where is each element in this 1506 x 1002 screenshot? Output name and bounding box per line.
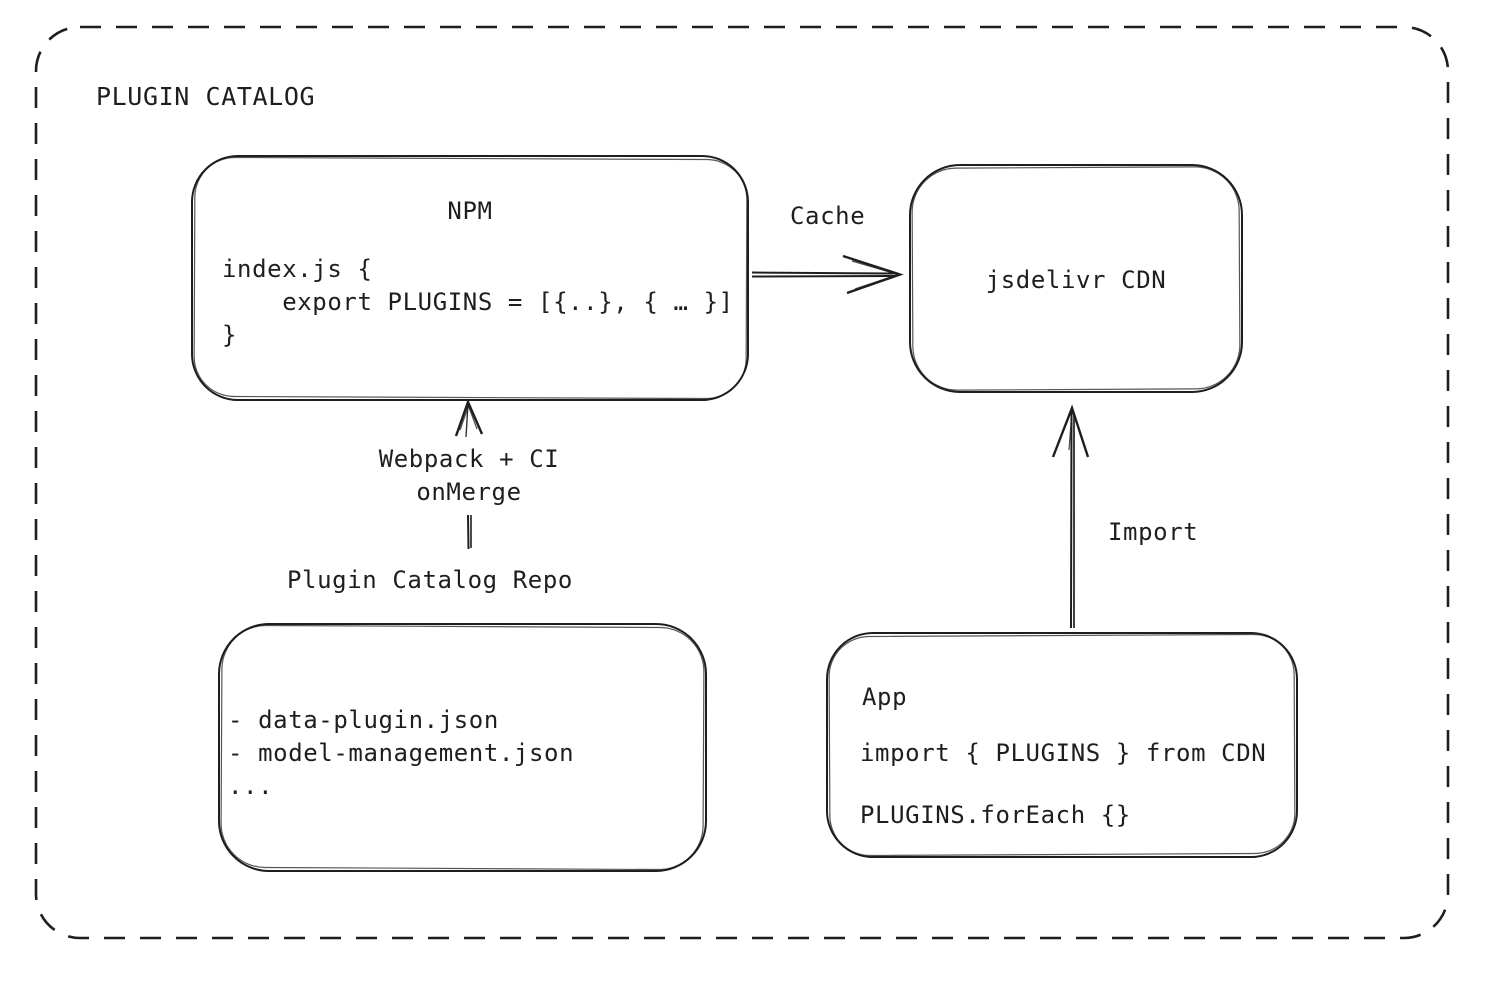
npm-code-line-3: }: [222, 321, 238, 349]
build-arrow: [454, 398, 484, 550]
cdn-box: [909, 164, 1243, 393]
app-code-line-1: import { PLUGINS } from CDN: [860, 739, 1267, 767]
npm-code-block: index.js { export PLUGINS = [{..}, { … }…: [222, 253, 734, 352]
cdn-box-title: jsdelivr CDN: [985, 266, 1167, 294]
plugin-catalog-boundary: [34, 25, 1450, 940]
npm-box: [191, 155, 749, 401]
import-arrow: [1051, 404, 1090, 629]
import-arrow-label: Import: [1108, 518, 1199, 546]
cache-arrow-label: Cache: [790, 202, 866, 230]
diagram-title: PLUGIN CATALOG: [96, 82, 316, 111]
repo-file-list: - data-plugin.json - model-management.jso…: [228, 704, 574, 803]
repo-box-title: Plugin Catalog Repo: [287, 566, 573, 594]
repo-file-item-1: - data-plugin.json: [228, 706, 499, 734]
app-code-line-2: PLUGINS.forEach {}: [860, 801, 1131, 829]
repo-file-item-2: - model-management.json: [228, 739, 575, 767]
build-arrow-label: Webpack + CI onMerge: [378, 445, 560, 506]
app-box-title: App: [862, 683, 908, 711]
repo-file-item-3: ...: [228, 772, 274, 800]
app-box: [826, 632, 1298, 858]
npm-code-line-2: export PLUGINS = [{..}, { … }]: [222, 288, 734, 316]
npm-code-line-1: index.js {: [222, 255, 373, 283]
repo-box: [218, 623, 707, 872]
cache-arrow: [751, 254, 904, 295]
npm-box-title: NPM: [447, 197, 493, 225]
